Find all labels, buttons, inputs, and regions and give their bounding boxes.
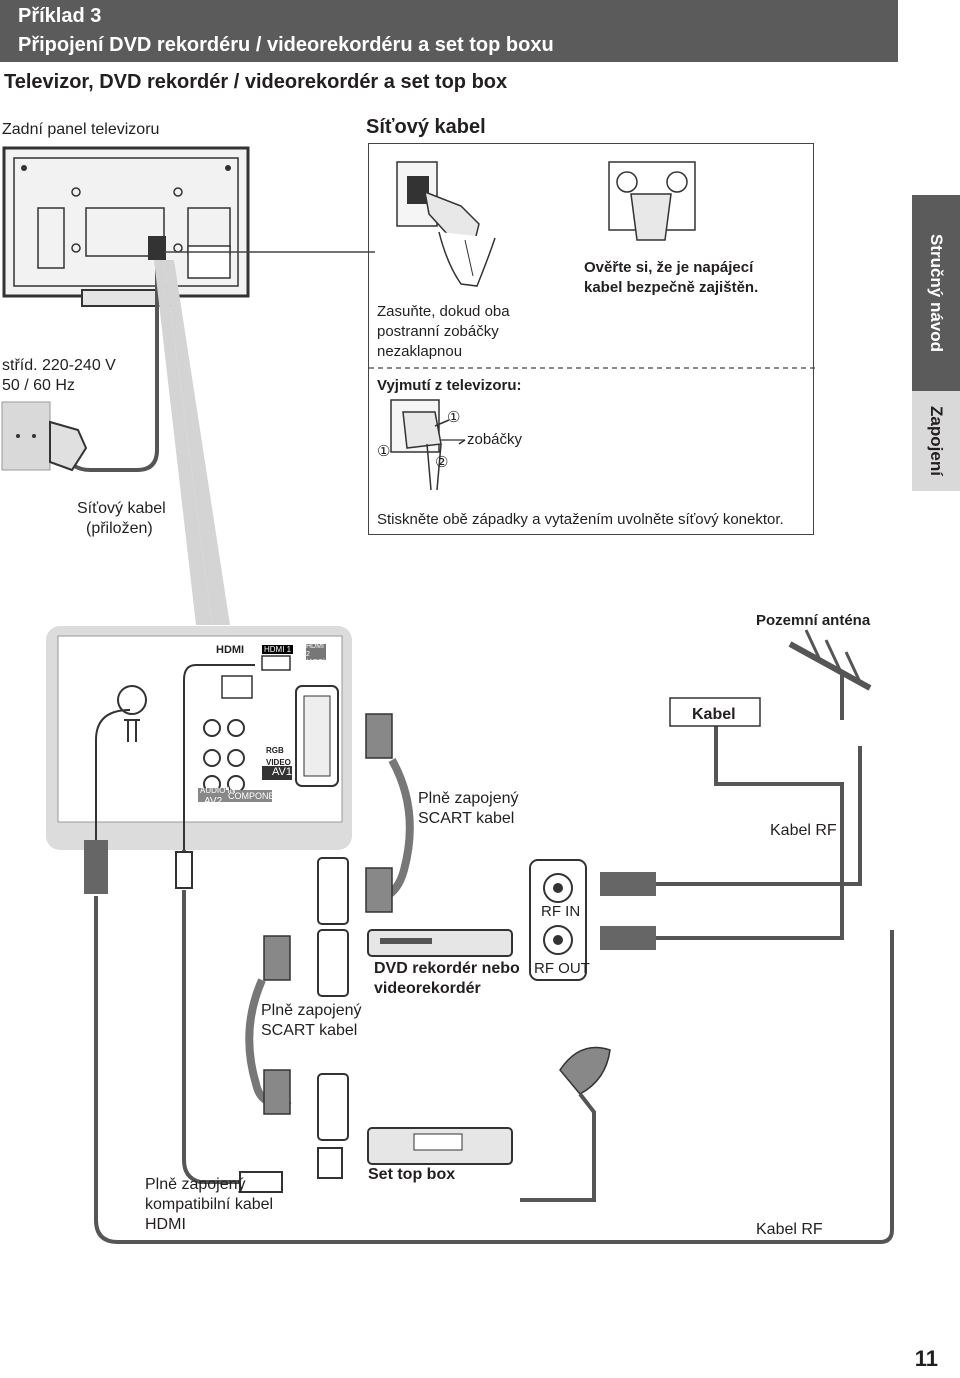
power-plug (49, 420, 88, 472)
hdmi-cable-label-line2: kompatibilní kabel (145, 1196, 274, 1213)
ac-inlet (148, 236, 166, 260)
marker-1-top: ① (447, 409, 461, 426)
rf-in-label: RF IN (541, 903, 581, 920)
insert-instruction-line3: nezaklapnou (377, 343, 463, 360)
tv-inner-frame (13, 157, 239, 287)
rf-plug-tv (84, 840, 108, 894)
video-label: VIDEO (266, 758, 291, 767)
antenna-icon (788, 641, 872, 691)
voltage-label: stříd. 220-240 V (2, 357, 116, 374)
insert-instruction-line1: Zasuňte, dokud oba (377, 303, 510, 320)
verify-line1: Ověřte si, že je napájecí (584, 259, 754, 276)
frequency-label: 50 / 60 Hz (2, 377, 75, 394)
set-top-box-label: Set top box (368, 1166, 456, 1183)
release-instruction: Stiskněte obě západky a vytažením uvolně… (377, 511, 784, 528)
side-tab-connection-label: Zapojení (927, 406, 946, 476)
scart-cable-1-label-line1: Plně zapojený (418, 790, 519, 807)
page-number: 11 (914, 1346, 938, 1371)
power-box-title: Síťový kabel (366, 116, 486, 138)
scart-cable-2-label-line1: Plně zapojený (261, 1002, 362, 1019)
dvd-scart-port-2 (317, 929, 349, 997)
hdmi2-label: HDMI 2 (ARC) (306, 643, 326, 666)
rf-cable-label-top: Kabel RF (770, 822, 837, 839)
connection-diagram (46, 626, 894, 1244)
callout-lines (154, 251, 375, 625)
side-tab-quick-guide-label: Stručný návod (927, 233, 946, 353)
hdmi-plug-stb (239, 1171, 283, 1193)
example-title: Příklad 3 (18, 5, 102, 27)
section-title: Připojení DVD rekordéru / videorekordéru… (18, 34, 554, 56)
side-tab-quick-guide: Stručný návod (912, 195, 960, 391)
subtitle: Televizor, DVD rekordér / videorekordér … (4, 71, 508, 93)
hdmi-cable-label-line3: HDMI (145, 1216, 186, 1233)
stb-hdmi-port (317, 1147, 343, 1179)
dvd-recorder-icon (367, 929, 513, 957)
insert-instruction-line2: postranní zobáčky (377, 323, 499, 340)
rf-cable-loop (94, 896, 894, 1244)
hdmi1-port (261, 655, 291, 671)
marker-2: ② (435, 454, 449, 471)
side-tab-connection: Zapojení (912, 391, 960, 491)
rf-out-label: RF OUT (534, 960, 590, 977)
audio-in-label: AUDIO IN (200, 786, 236, 795)
hdmi1-label: HDMI 1 (262, 645, 294, 654)
satellite-dish-icon (559, 1046, 611, 1095)
rf-cable-label-bottom: Kabel RF (756, 1221, 823, 1238)
antenna-label: Pozemní anténa (756, 612, 871, 629)
marker-1-left: ① (377, 443, 391, 460)
hdmi-plug-tv (175, 851, 193, 889)
tv-panel-label: Zadní panel televizoru (2, 121, 160, 138)
scart-cable-1-label-line2: SCART kabel (418, 810, 515, 827)
title-bar: Příklad 3 Připojení DVD rekordéru / vide… (0, 0, 898, 62)
dvd-recorder-label-line1: DVD rekordér nebo (374, 960, 520, 977)
power-cable-box: Zasuňte, dokud oba postranní zobáčky nez… (368, 143, 815, 535)
dvd-recorder-label-line2: videorekordér (374, 980, 481, 997)
removal-title: Vyjmutí z televizoru: (377, 377, 522, 394)
hdmi-logo: HDMI (216, 644, 245, 656)
wall-socket (1, 401, 51, 471)
scart-cable-2-label-line2: SCART kabel (261, 1022, 358, 1039)
power-box-drawings (369, 161, 815, 491)
verify-line2: kabel bezpečně zajištěn. (584, 279, 759, 296)
rgb-label: RGB (266, 746, 284, 755)
av1-label: AV1 (272, 766, 292, 778)
stb-scart-port (317, 1073, 349, 1141)
rf-cable-antenna (656, 746, 862, 886)
dvd-scart-port-1 (317, 857, 349, 925)
clips-label: zobáčky (467, 431, 523, 448)
tv-antenna-input (117, 685, 147, 715)
scart-plug-tv (365, 713, 393, 759)
power-cable-label: Síťový kabel (77, 500, 166, 517)
power-cable-included-label: (přiložen) (86, 520, 153, 537)
tv-body (2, 146, 250, 298)
tv-back-drawing (1, 146, 250, 472)
component-label: COMPONENT (228, 791, 287, 801)
cable-label: Kabel (692, 706, 736, 723)
hdmi-cable-label-line1: Plně zapojený (145, 1176, 246, 1193)
av2-label: AV2 (204, 796, 223, 807)
cable-label-box (669, 697, 761, 727)
